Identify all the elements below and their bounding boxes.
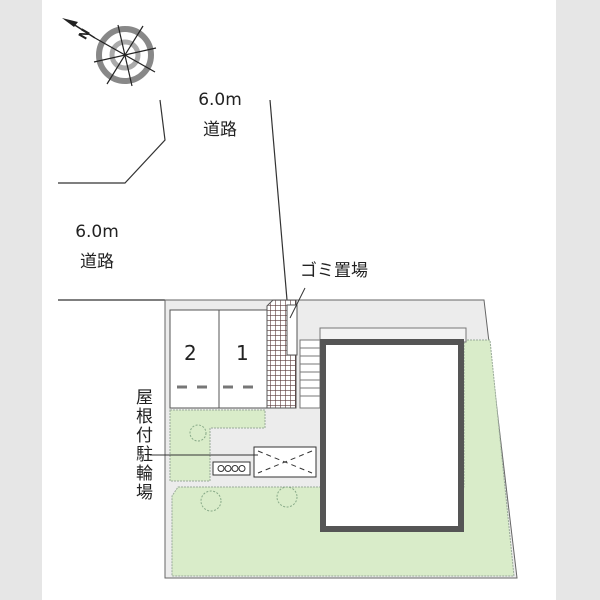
road-name: 道路 [80,252,114,272]
road-label-left: 6.0m 道路 [67,217,127,277]
road-edge [58,99,166,184]
parking-space-1 [218,309,269,409]
parking-space-2 [169,309,220,409]
stairs [299,339,321,409]
planting-left [169,409,266,482]
left-margin [0,0,42,600]
road-label-top: 6.0m 道路 [190,85,250,145]
tree-icon [189,424,298,512]
road-edge [269,99,288,301]
road-name: 道路 [203,120,237,140]
garbage-leader [289,287,306,319]
garbage-area [286,304,298,356]
road-width: 6.0m [198,90,242,110]
parking-number-1: 1 [236,341,249,365]
right-margin [556,0,600,600]
north-label: N [76,26,93,42]
road-width: 6.0m [75,222,119,242]
garbage-label: ゴミ置場 [300,261,368,281]
building [320,339,464,532]
bike-parking-label: 屋根付駐輪場 [132,388,152,502]
compass-icon: N [62,18,157,87]
parking-number-2: 2 [184,341,197,365]
